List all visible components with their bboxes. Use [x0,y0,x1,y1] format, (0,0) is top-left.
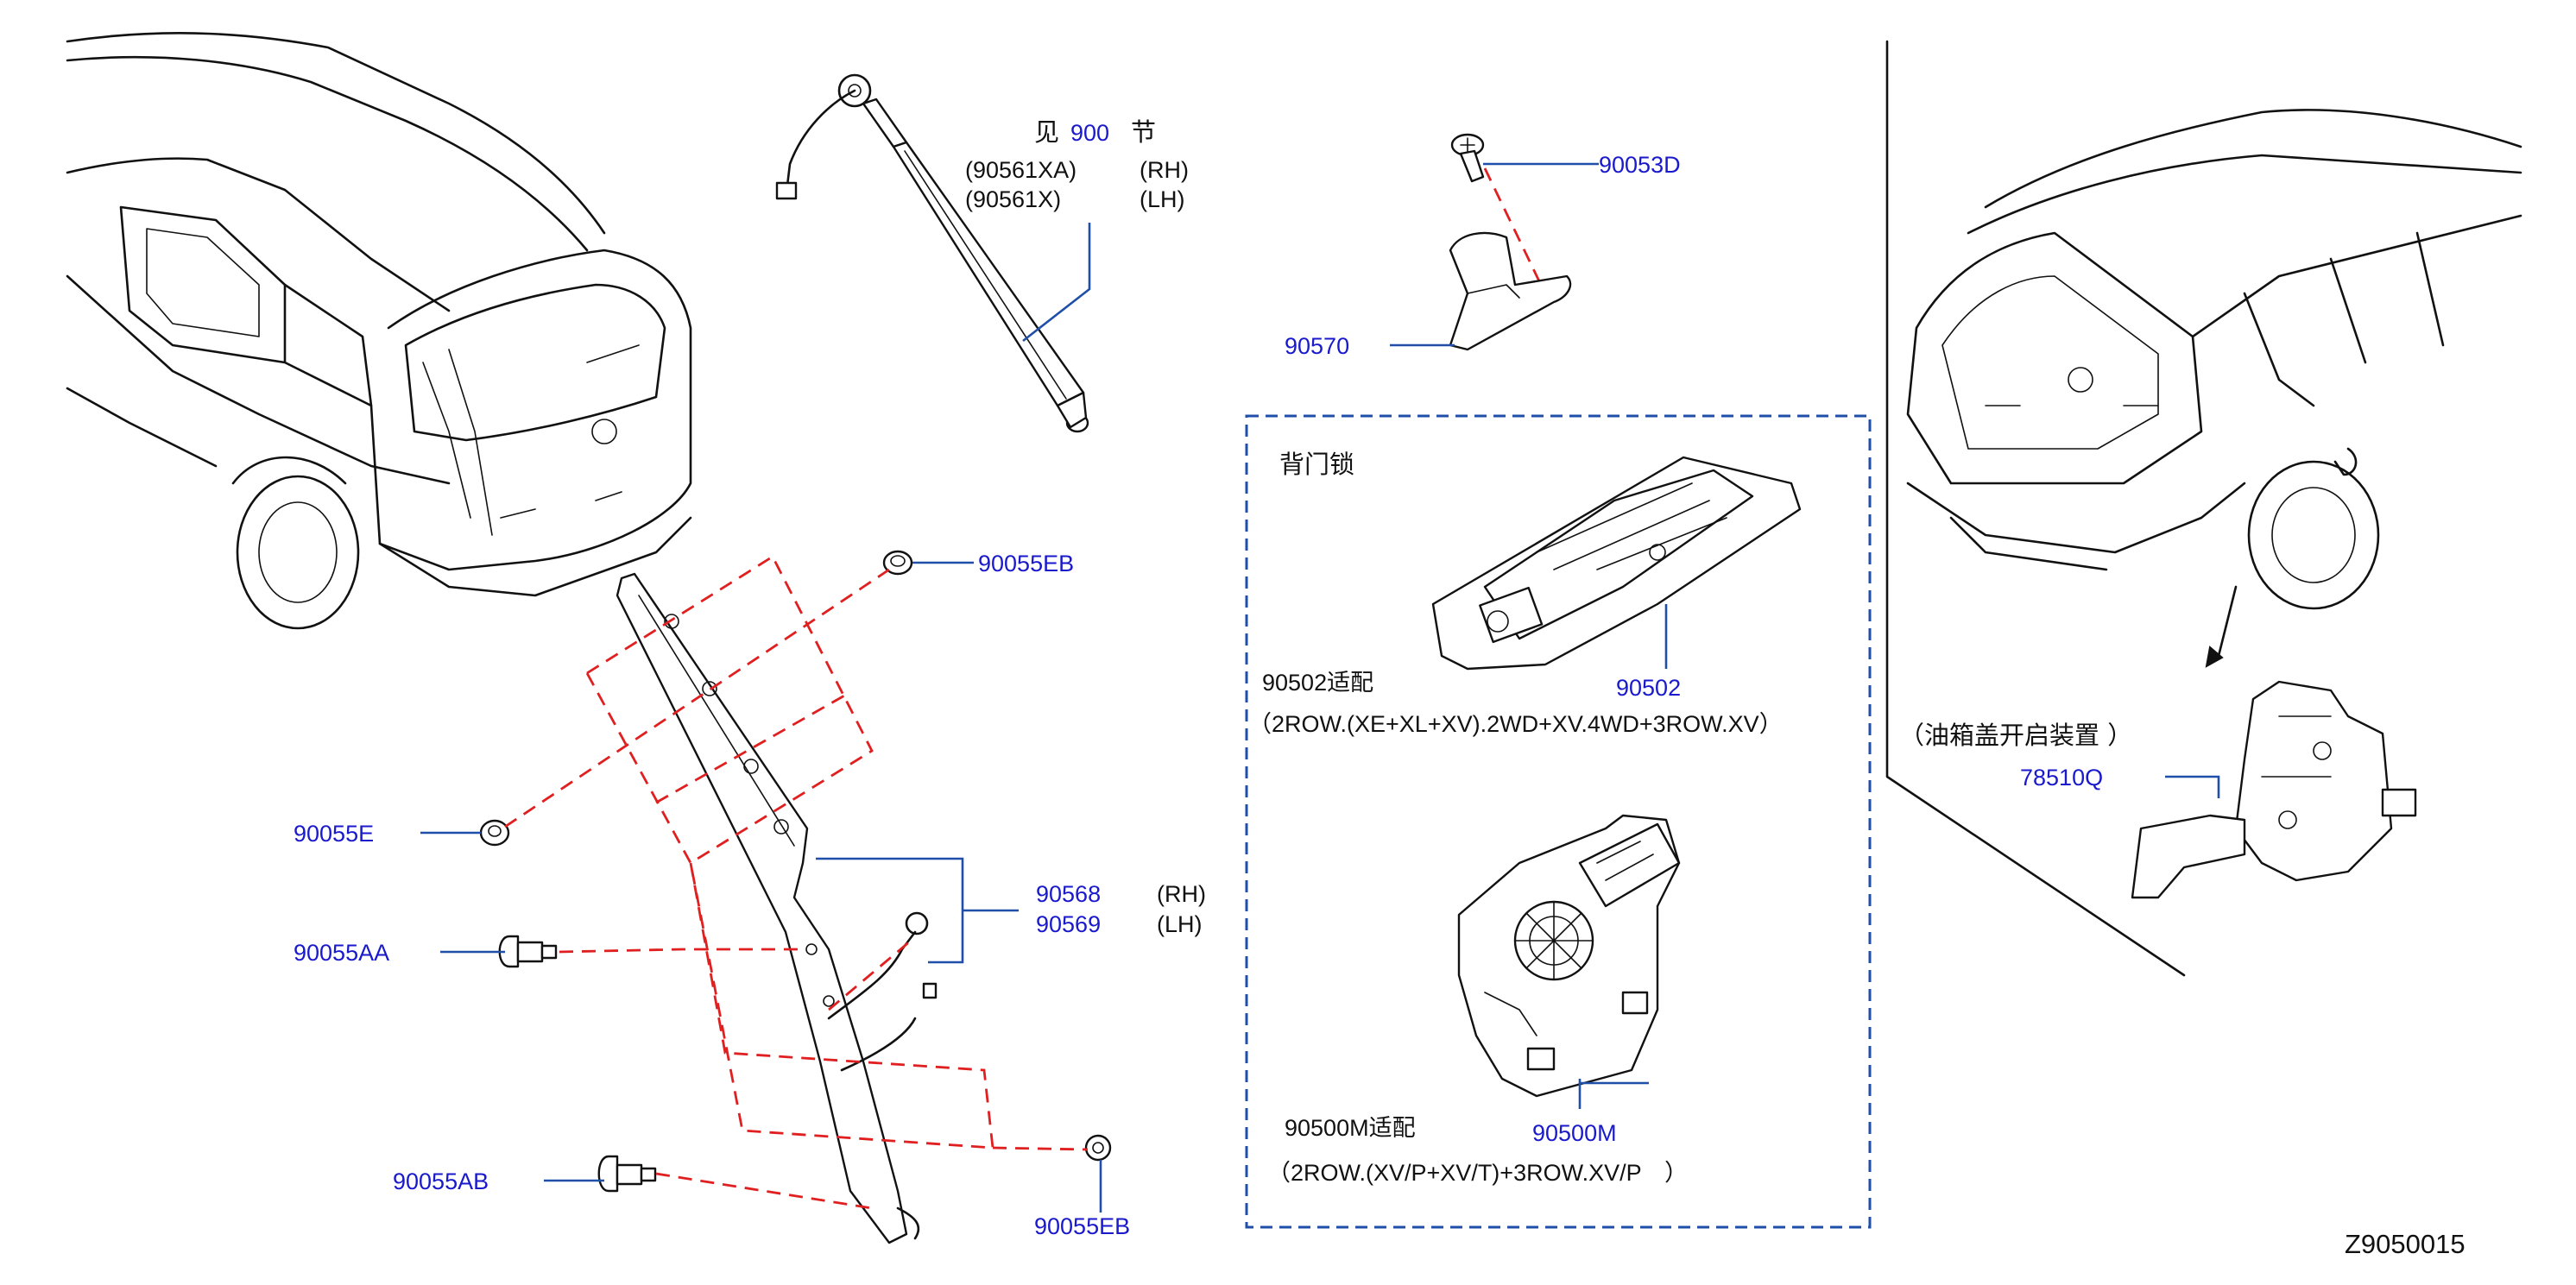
back-door-lock-box [1245,414,1872,1229]
harness-lh-side: (LH) [1157,911,1203,937]
leader-lines [420,162,2220,1213]
lock-box-title: 背门锁 [1279,450,1354,479]
strut-lh-part-number: (90561X) [965,186,1061,212]
clip-90055eb-top [882,550,913,576]
harness-lh-part-number[interactable]: 90569 [1036,911,1101,937]
strut-rh-side: (RH) [1140,157,1189,183]
clip-aa-part-number[interactable]: 90055AA [294,940,389,966]
motor-part-number[interactable]: 90500M [1532,1120,1617,1146]
clip-eb-top-part-number[interactable]: 90055EB [978,551,1074,576]
lock-fitment-detail: （2ROW.(XE+XL+XV).2WD+XV.4WD+3ROW.XV） [1248,711,1783,737]
screw-part-number[interactable]: 90053D [1599,152,1681,178]
clip-90055ab [597,1155,657,1193]
diagram-id: Z9050015 [2345,1229,2466,1259]
bumper-90570 [1449,231,1572,351]
text-labels: 见 900 节 (90561XA) (RH) (90561X) (LH) 900… [294,117,2466,1259]
clip-90055eb-bottom [1084,1134,1112,1162]
harness-rh-part-number[interactable]: 90568 [1036,881,1101,907]
screw-90053d [1450,133,1485,183]
vehicle-rear-left-illustration [66,32,692,630]
bumper-part-number[interactable]: 90570 [1285,333,1349,359]
assembly-dash-lines [504,167,1543,1210]
strut-rh-part-number: (90561XA) [965,157,1076,183]
clip-eb-bottom-part-number[interactable]: 90055EB [1034,1213,1130,1239]
motor-fitment-detail: （2ROW.(XV/P+XV/T)+3ROW.XV/P ） [1267,1160,1688,1186]
see-prefix-label: 见 [1034,117,1059,147]
vehicle-rear-right-illustration [1885,40,2522,977]
rear-molding-harness [616,572,938,1244]
motor-fitment-label: 90500M适配 [1285,1115,1416,1141]
back-door-lock-90502 [1431,456,1802,671]
see-suffix-label: 节 [1131,117,1156,147]
lock-part-number[interactable]: 90502 [1616,675,1681,701]
see-section-link[interactable]: 900 [1070,120,1109,146]
fuel-opener-title: （油箱盖开启装置 ） [1899,721,2132,750]
power-liftgate-strut [775,73,1089,433]
harness-rh-side: (RH) [1157,881,1206,907]
clip-90055e [479,819,510,847]
clip-90055aa [498,935,558,968]
clip-e-part-number[interactable]: 90055E [294,821,374,847]
lock-fitment-label: 90502适配 [1262,670,1373,696]
power-lock-motor-90500m [1457,814,1681,1098]
strut-lh-side: (LH) [1140,186,1185,212]
fuel-opener-part-number[interactable]: 78510Q [2020,765,2103,791]
fuel-lid-opener-78510q [2131,680,2417,899]
clip-ab-part-number[interactable]: 90055AB [393,1168,489,1194]
